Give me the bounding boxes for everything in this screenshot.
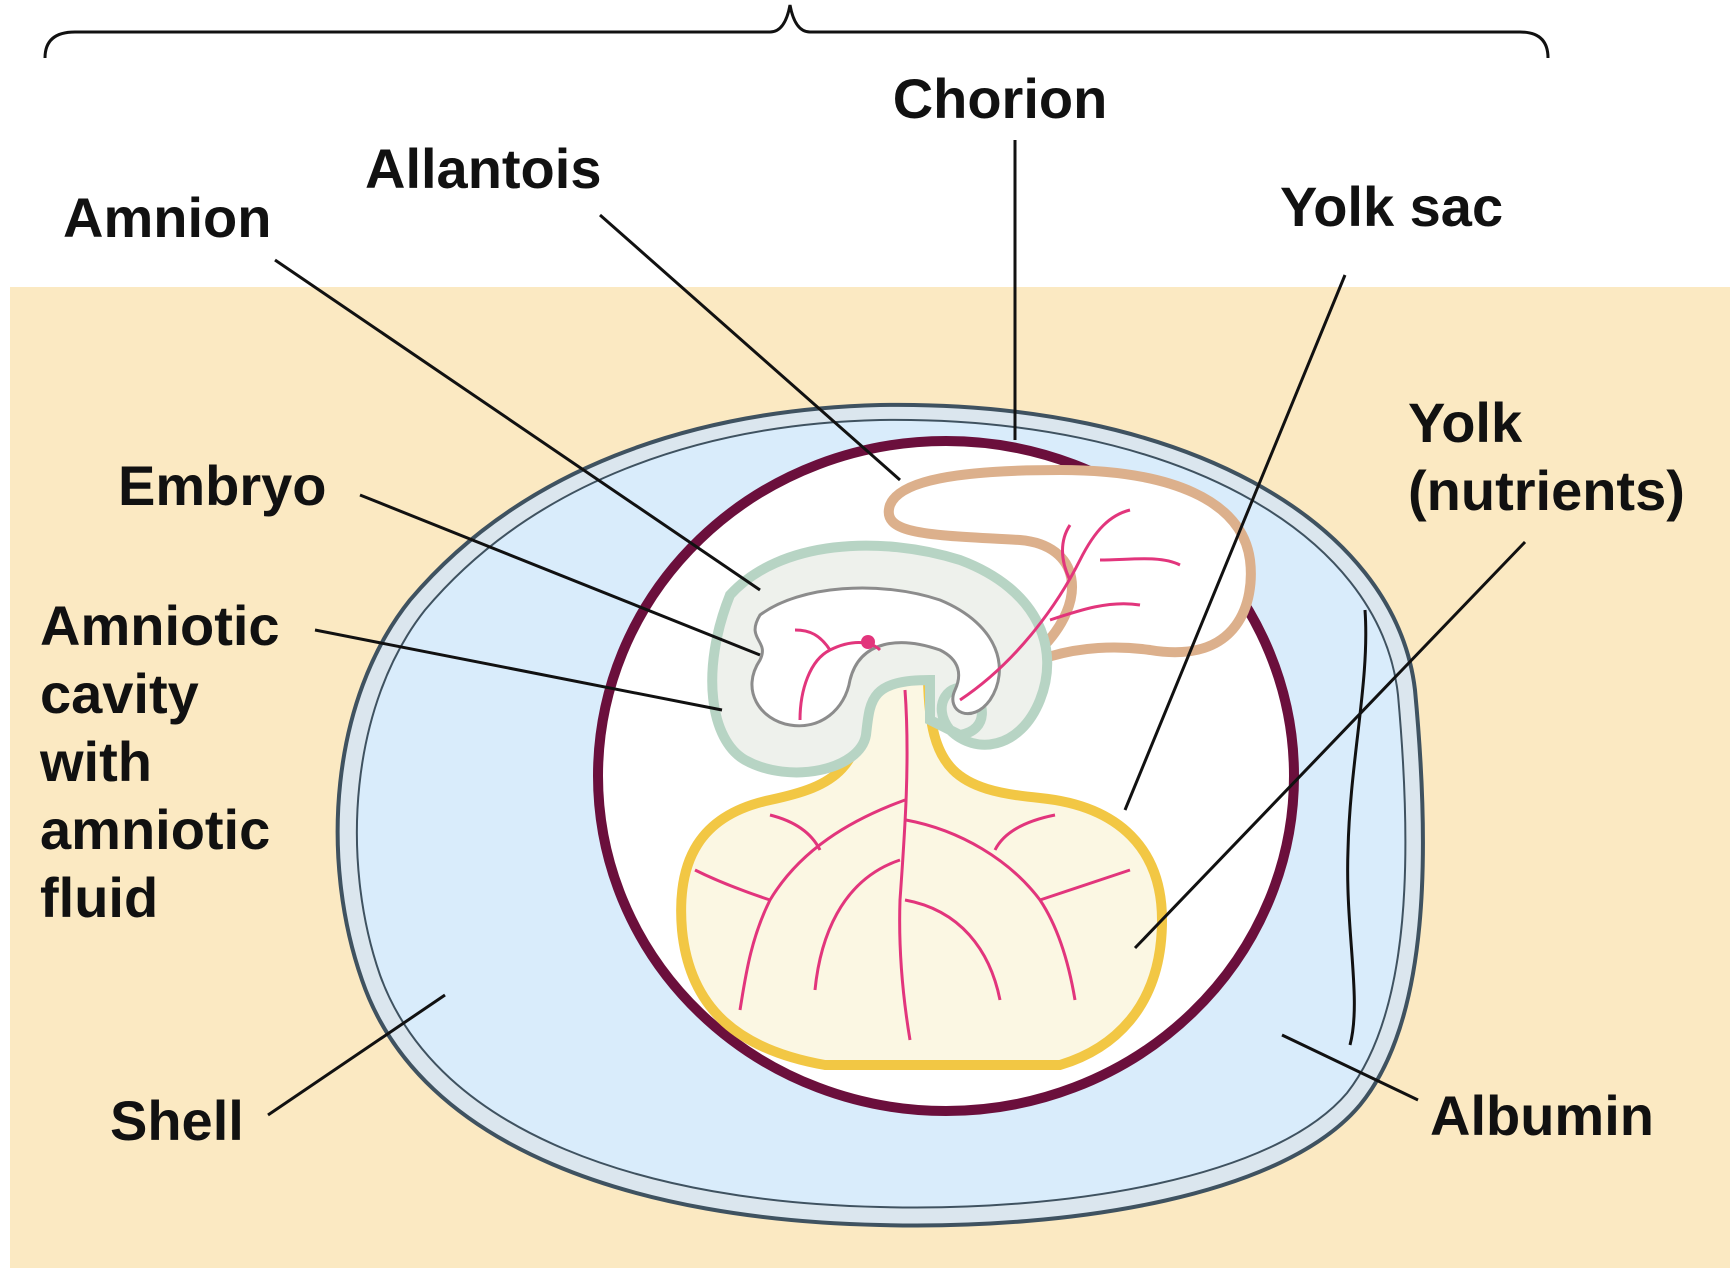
shell-label: Shell	[110, 1089, 244, 1152]
amniotic-cavity-label-3: with	[39, 730, 152, 793]
yolk-label-line1: Yolk	[1408, 391, 1523, 454]
top-brace	[45, 5, 1548, 58]
yolk-sac-label: Yolk sac	[1280, 175, 1503, 238]
yolk-label-line2: (nutrients)	[1408, 459, 1685, 522]
allantois-label: Allantois	[365, 137, 601, 200]
albumin-label: Albumin	[1430, 1084, 1654, 1147]
amniotic-cavity-label-2: cavity	[40, 662, 199, 725]
embryo-heart	[861, 635, 875, 649]
amnion-label: Amnion	[63, 186, 271, 249]
amniotic-cavity-label-4: amniotic	[40, 798, 270, 861]
embryo-label: Embryo	[118, 454, 327, 517]
amniotic-cavity-label-1: Amniotic	[40, 594, 280, 657]
chorion-label: Chorion	[893, 67, 1108, 130]
amniotic-cavity-label-5: fluid	[40, 866, 158, 929]
